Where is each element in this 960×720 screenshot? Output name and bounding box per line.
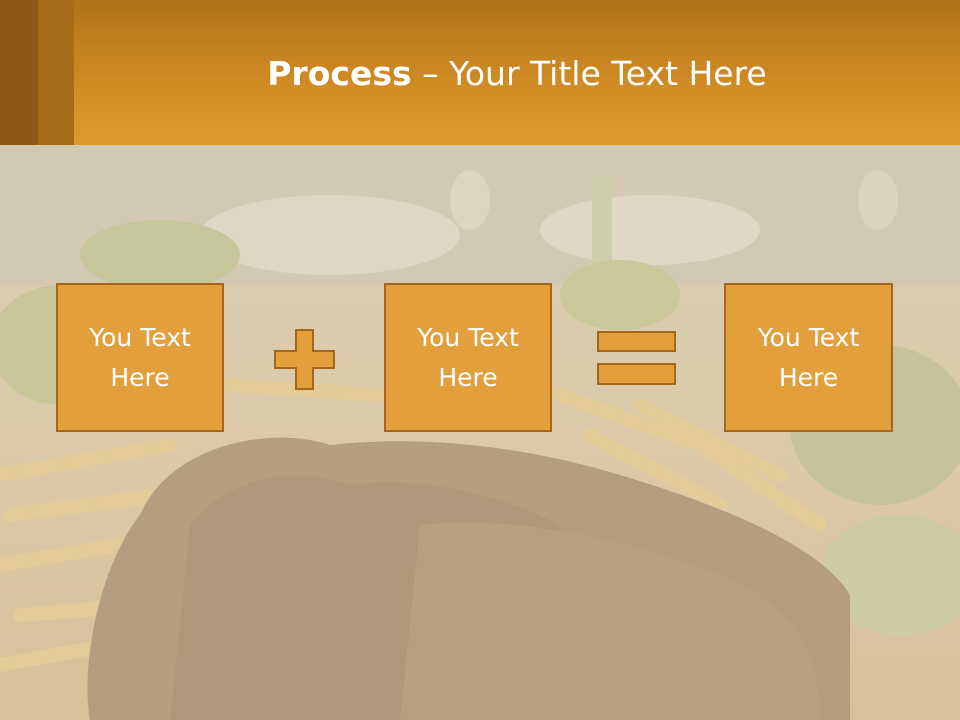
food-photo-illustration (0, 145, 960, 720)
slide-title[interactable]: Process – Your Title Text Here (74, 52, 960, 96)
title-bar: Process – Your Title Text Here (0, 0, 960, 145)
title-rest: – Your Title Text Here (411, 54, 767, 93)
step-box-1[interactable]: You Text Here (56, 283, 224, 432)
title-bold: Process (267, 54, 412, 93)
step-box-3-label: You Text Here (757, 322, 860, 392)
step-box-2-label: You Text Here (417, 322, 519, 392)
plus-icon (274, 329, 335, 390)
title-bar-accent-dark (0, 0, 38, 145)
step-box-1-label: You Text Here (89, 322, 191, 392)
equals-icon (597, 331, 676, 385)
step-box-3[interactable]: You Text Here (724, 283, 893, 432)
step-box-2[interactable]: You Text Here (384, 283, 552, 432)
background-food-photo (0, 145, 960, 720)
title-bar-accent-mid (38, 0, 74, 145)
